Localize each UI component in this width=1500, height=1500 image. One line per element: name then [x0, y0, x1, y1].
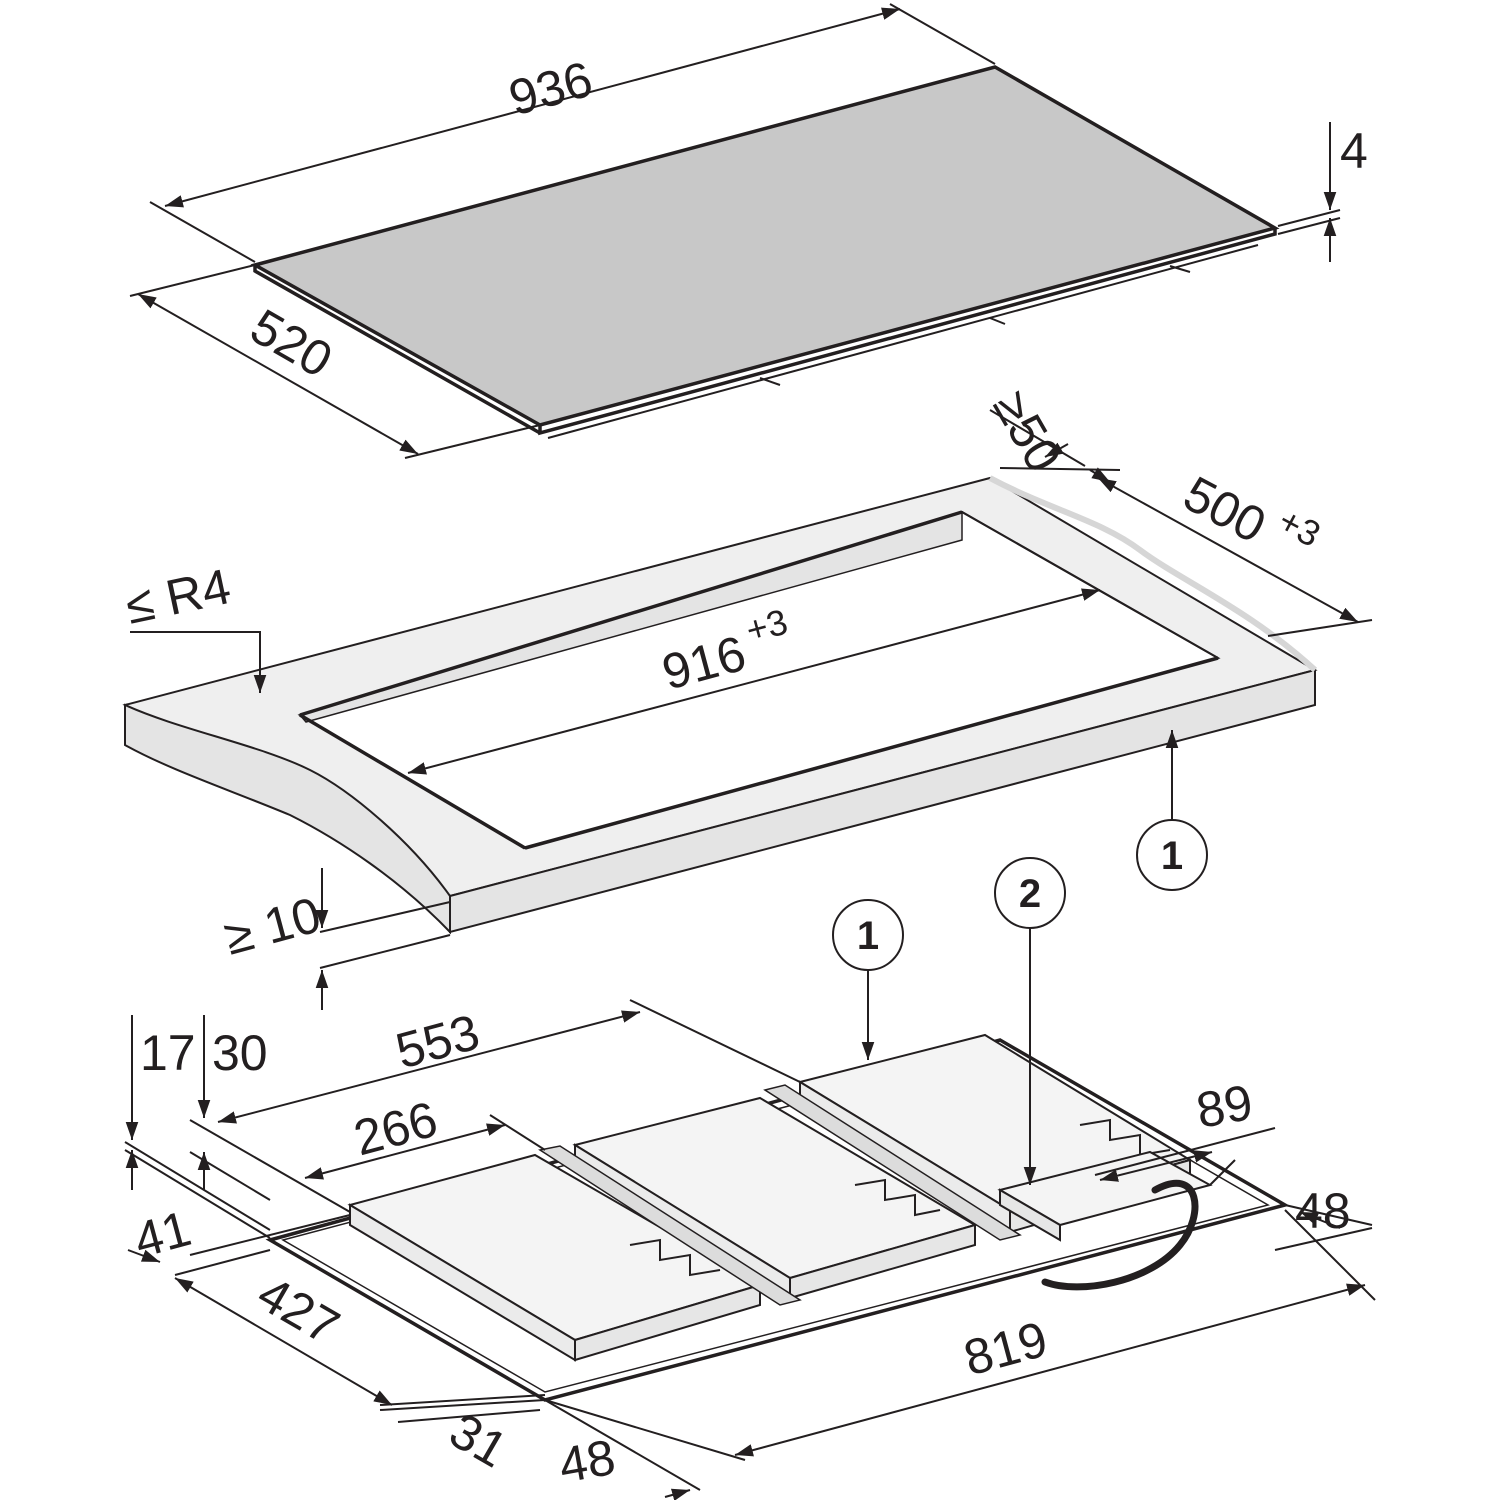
dim-48-bottom-label: 48	[555, 1429, 620, 1494]
dim-553-label: 553	[390, 1004, 485, 1080]
dim-819-label: 819	[958, 1311, 1053, 1387]
dim-936-label: 936	[503, 51, 598, 127]
dim-50-label: ≥50	[982, 382, 1072, 482]
dim-41-label: 41	[128, 1200, 196, 1268]
dim-48-right-label: 48	[1295, 1183, 1351, 1239]
worktop-cutout	[122, 475, 1318, 935]
dim-500-label: 500+3	[1175, 455, 1327, 579]
dimension-17: 17	[124, 1015, 271, 1239]
dim-89-label: 89	[1192, 1074, 1257, 1139]
dimension-89: 89	[1094, 1074, 1276, 1186]
dim-4-label: 4	[1340, 123, 1368, 179]
dimension-553: 553	[217, 999, 801, 1124]
callout-1-housing-label: 1	[857, 914, 879, 958]
dim-266-label: 266	[348, 1091, 443, 1167]
hob-glass-plate	[250, 65, 1280, 439]
dim-17-label: 17	[140, 1025, 196, 1081]
dimension-31: 31	[379, 1399, 546, 1478]
callout-1-worktop: 1	[1136, 730, 1208, 891]
dimension-4: 4	[1277, 122, 1368, 262]
callout-2-connection-label: 2	[1019, 872, 1041, 916]
dim-10-label: ≥ 10	[218, 886, 326, 965]
dim-30-label: 30	[212, 1025, 268, 1081]
dim-radius-label: ≤ R4	[121, 558, 236, 635]
dimension-48-right: 48	[1274, 1183, 1373, 1251]
dimension-50: ≥50	[982, 382, 1111, 483]
induction-module-left	[347, 1153, 763, 1362]
callout-1-worktop-label: 1	[1161, 834, 1183, 878]
dimension-819: 819	[544, 1209, 1376, 1461]
hob-underside-housing	[265, 1033, 1290, 1402]
dimension-48-bottom: 48	[544, 1399, 701, 1500]
callout-1-housing: 1	[832, 899, 904, 1060]
dimension-radius: ≤ R4	[121, 558, 267, 693]
callout-2-connection: 2	[994, 857, 1066, 1185]
dimension-30: 30	[189, 1015, 351, 1213]
